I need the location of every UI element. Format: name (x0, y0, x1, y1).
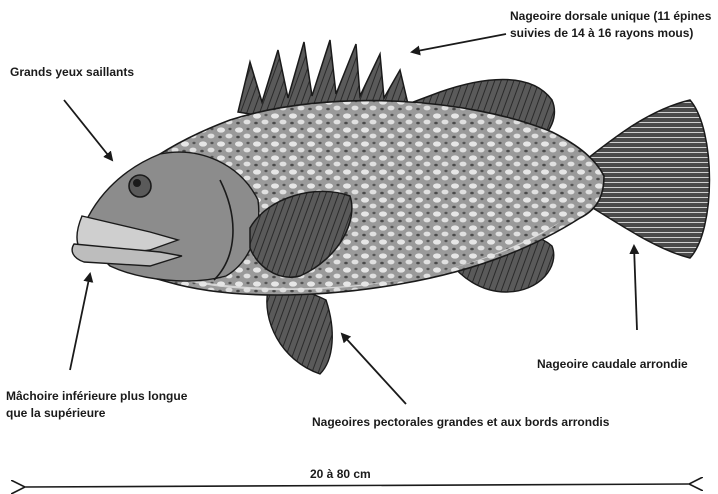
double-arrow-icon (24, 484, 690, 487)
pelvic-fin (267, 288, 332, 374)
fish-head (72, 152, 259, 281)
label-size: 20 à 80 cm (310, 466, 371, 483)
label-caudal: Nageoire caudale arrondie (537, 356, 688, 373)
fish-eye (129, 175, 151, 197)
label-pectoral: Nageoires pectorales grandes et aux bord… (312, 414, 609, 431)
arrow-icon (412, 34, 506, 52)
label-jaw: Mâchoire inférieure plus longue que la s… (6, 388, 206, 422)
arrow-icon (70, 274, 90, 370)
arrow-icon (64, 100, 112, 160)
label-eyes: Grands yeux saillants (10, 64, 134, 81)
arrow-icon (342, 334, 406, 404)
label-dorsal: Nageoire dorsale unique (11 épines suivi… (510, 8, 715, 42)
arrow-icon (634, 246, 637, 330)
